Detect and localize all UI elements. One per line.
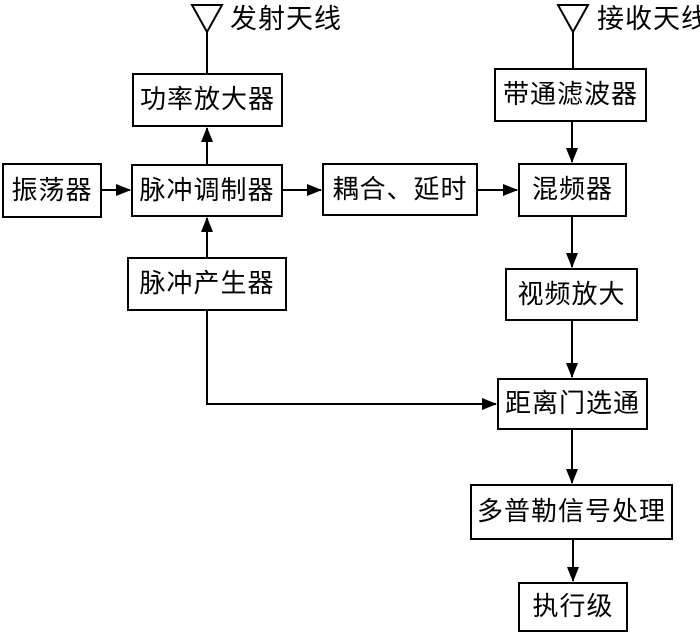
transmit-antenna-label: 发射天线	[230, 4, 342, 35]
node-pulse-modulator: 脉冲调制器	[131, 164, 283, 217]
node-power-amplifier: 功率放大器	[132, 73, 283, 127]
node-coupling-delay: 耦合、延时	[322, 163, 478, 216]
transmit-antenna-icon	[190, 4, 224, 35]
node-oscillator: 振荡器	[2, 163, 102, 218]
node-mixer: 混频器	[518, 163, 627, 217]
node-range-gate: 距离门选通	[497, 378, 648, 430]
receive-antenna-label: 接收天线	[597, 4, 700, 35]
edge-pulse-generator-to-range-gate	[206, 311, 497, 410]
node-doppler-processing: 多普勒信号处理	[470, 484, 673, 540]
node-pulse-generator: 脉冲产生器	[127, 257, 287, 311]
node-bandpass-filter: 带通滤波器	[494, 68, 647, 122]
receive-antenna-icon	[556, 4, 590, 35]
node-executive-stage: 执行级	[518, 582, 628, 632]
node-video-amplifier: 视频放大	[505, 268, 638, 321]
